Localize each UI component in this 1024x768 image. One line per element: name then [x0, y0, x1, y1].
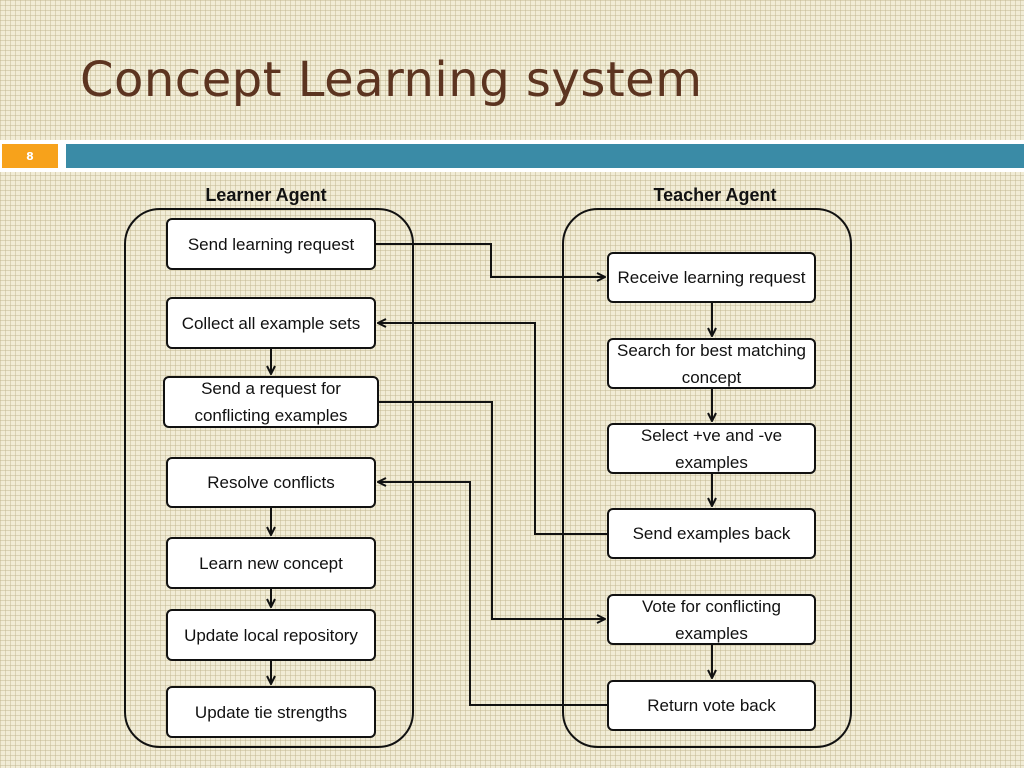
slide-number: 8	[2, 144, 58, 168]
box-learn-new-concept: Learn new concept	[166, 537, 376, 589]
box-request-conflicting-examples: Send a request for conflicting examples	[163, 376, 379, 428]
box-receive-learning-request: Receive learning request	[607, 252, 816, 303]
box-send-learning-request: Send learning request	[166, 218, 376, 270]
box-update-local-repository: Update local repository	[166, 609, 376, 661]
slide-title: Concept Learning system	[80, 52, 703, 108]
box-vote-conflicting-examples: Vote for conflicting examples	[607, 594, 816, 645]
box-return-vote-back: Return vote back	[607, 680, 816, 731]
box-search-best-concept: Search for best matching concept	[607, 338, 816, 389]
box-update-tie-strengths: Update tie strengths	[166, 686, 376, 738]
teacher-agent-heading: Teacher Agent	[653, 185, 777, 205]
box-collect-example-sets: Collect all example sets	[166, 297, 376, 349]
learner-agent-heading: Learner Agent	[205, 185, 327, 205]
header-bar	[66, 144, 1024, 168]
box-send-examples-back: Send examples back	[607, 508, 816, 559]
box-select-examples: Select +ve and -ve examples	[607, 423, 816, 474]
box-resolve-conflicts: Resolve conflicts	[166, 457, 376, 508]
